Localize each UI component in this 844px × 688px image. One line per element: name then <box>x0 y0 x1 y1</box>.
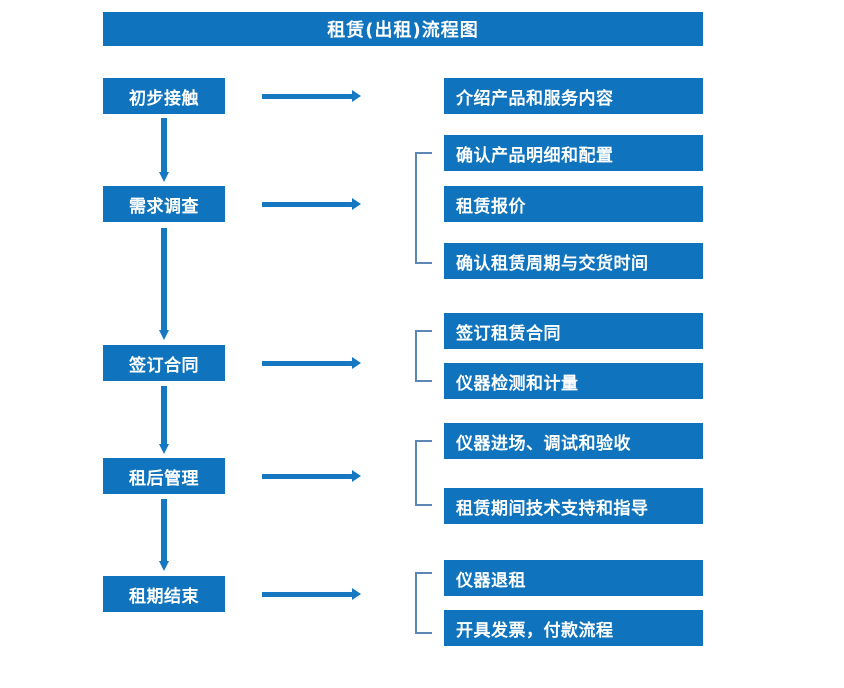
detail-box-5[interactable]: 签订租赁合同 <box>444 313 703 349</box>
stage-box-3[interactable]: 签订合同 <box>103 345 225 381</box>
down-arrow-icon-3 <box>159 386 169 454</box>
right-arrow-icon-5 <box>262 588 361 600</box>
page-title: 租赁(出租)流程图 <box>103 12 703 46</box>
arrow-head <box>159 172 169 182</box>
down-arrow-icon-4 <box>159 499 169 571</box>
arrow-head <box>352 90 361 102</box>
arrow-shaft <box>262 474 352 479</box>
stage-box-2[interactable]: 需求调查 <box>103 186 225 222</box>
detail-box-7[interactable]: 仪器进场、调试和验收 <box>444 423 703 459</box>
arrow-head <box>159 330 169 340</box>
arrow-shaft <box>161 499 167 561</box>
arrow-shaft <box>161 118 167 172</box>
detail-box-9[interactable]: 仪器退租 <box>444 560 703 596</box>
stage-box-1[interactable]: 初步接触 <box>103 78 225 114</box>
detail-box-3[interactable]: 租赁报价 <box>444 186 703 222</box>
arrow-head <box>352 470 361 482</box>
detail-box-6[interactable]: 仪器检测和计量 <box>444 363 703 399</box>
detail-box-10[interactable]: 开具发票，付款流程 <box>444 610 703 646</box>
down-arrow-icon-2 <box>159 228 169 340</box>
arrow-shaft <box>262 361 352 366</box>
bracket-connector-icon-1 <box>415 152 432 264</box>
right-arrow-icon-4 <box>262 470 361 482</box>
detail-box-2[interactable]: 确认产品明细和配置 <box>444 135 703 171</box>
arrow-shaft <box>262 94 352 99</box>
arrow-head <box>352 357 361 369</box>
detail-box-8[interactable]: 租赁期间技术支持和指导 <box>444 488 703 524</box>
bracket-connector-icon-3 <box>415 440 432 506</box>
arrow-shaft <box>262 202 352 207</box>
right-arrow-icon-2 <box>262 198 361 210</box>
bracket-connector-icon-2 <box>415 330 432 382</box>
right-arrow-icon-1 <box>262 90 361 102</box>
detail-box-4[interactable]: 确认租赁周期与交货时间 <box>444 243 703 279</box>
down-arrow-icon-1 <box>159 118 169 182</box>
arrow-shaft <box>161 228 167 330</box>
stage-box-5[interactable]: 租期结束 <box>103 576 225 612</box>
arrow-shaft <box>161 386 167 444</box>
arrow-head <box>159 444 169 454</box>
arrow-head <box>159 561 169 571</box>
arrow-shaft <box>262 592 352 597</box>
stage-box-4[interactable]: 租后管理 <box>103 458 225 494</box>
detail-box-1[interactable]: 介绍产品和服务内容 <box>444 78 703 114</box>
arrow-head <box>352 198 361 210</box>
arrow-head <box>352 588 361 600</box>
bracket-connector-icon-4 <box>415 572 432 634</box>
right-arrow-icon-3 <box>262 357 361 369</box>
